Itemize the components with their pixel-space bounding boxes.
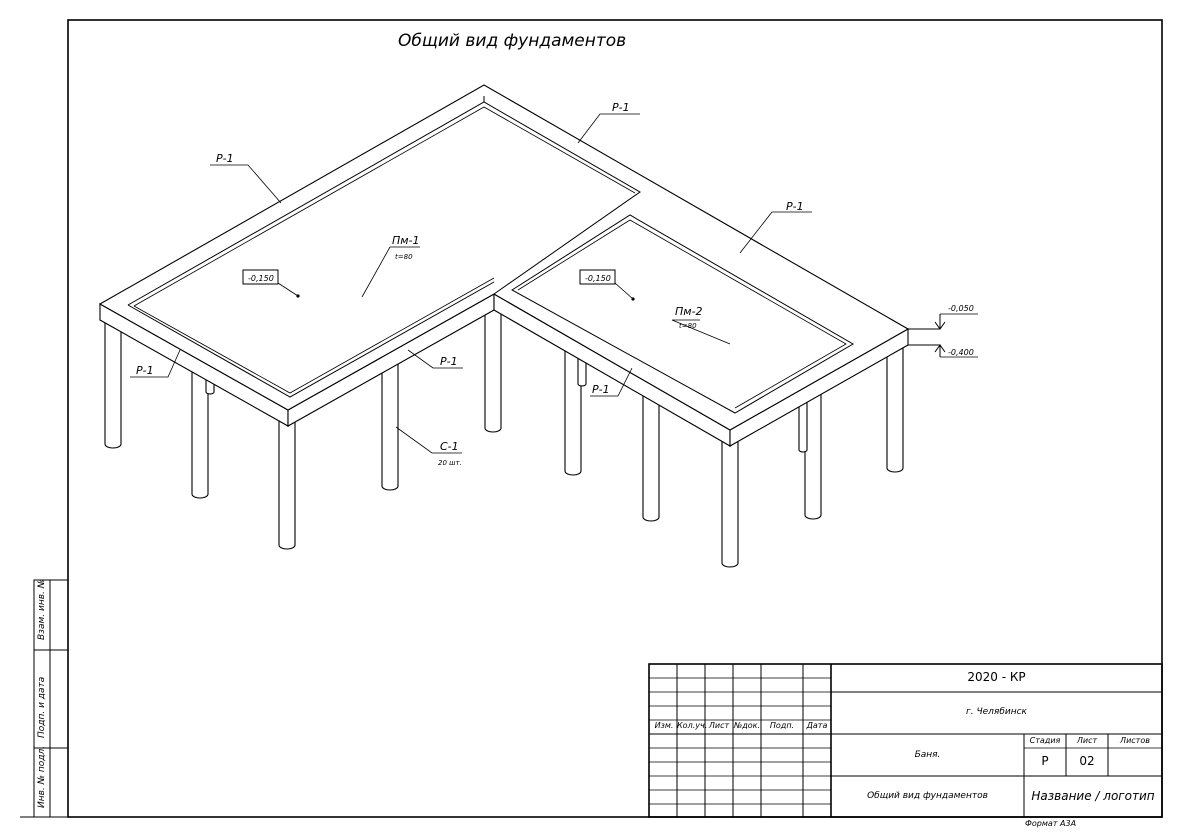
pile [798,399,808,453]
label-r1: Р-1 [786,200,804,213]
tb-header-data: Дата [806,721,828,730]
tb-logo: Название / логотип [1031,789,1155,803]
label-r1: Р-1 [216,152,234,165]
pile [886,339,904,473]
elev-box-left [242,269,279,285]
tb-sheet-title: Общий вид фундаментов [867,791,988,801]
elev-slab-left: -0,150 [248,274,274,283]
stamp-inv: Инв. № подл. [37,745,47,808]
label-r1: Р-1 [136,364,154,377]
pile [484,304,502,433]
elevation-point [296,294,300,298]
tb-sheet-value: 02 [1079,754,1095,768]
grillage-slab [98,84,940,447]
pile [278,409,296,550]
stamp-podp: Подп. и дата [37,676,47,738]
label-r1: Р-1 [592,383,610,396]
tb-sheet-label: Лист [1076,736,1098,745]
tb-header-izm: Изм. [654,721,674,730]
elev-slab-right: -0,150 [585,274,611,283]
tb-header-podp: Подп. [769,721,795,730]
label-r1: Р-1 [612,101,630,114]
pile [104,317,122,449]
side-stamp [33,579,69,818]
pile [564,339,582,476]
tb-city: г. Челябинск [966,707,1027,717]
pile [381,359,399,491]
title-block [648,663,1163,818]
label-r1: Р-1 [440,355,458,368]
label-c1-count: 20 шт. [438,459,462,467]
pile [191,359,209,499]
elev-box-right [579,269,616,285]
label-pm1-thickness: t=80 [395,253,413,261]
drawing-frame [67,19,1163,818]
stamp-vzam: Взам. инв. № [37,578,47,640]
pile [642,389,660,522]
label-pm2: Пм-2 [675,305,703,318]
tb-object: Баня. [914,750,941,760]
tb-sheets-label: Листов [1120,736,1150,745]
pile [721,429,739,568]
tb-header-ndok: №док. [733,721,761,730]
pile [804,389,822,520]
leaders [130,113,978,454]
tb-stage-value: Р [1041,754,1049,768]
label-c1: С-1 [440,440,459,453]
elev-bottom: -0,400 [948,348,974,357]
elev-top: -0,050 [948,304,974,313]
drawing-title: Общий вид фундаментов [398,31,626,51]
label-pm1: Пм-1 [392,234,420,247]
elevation-point [631,297,635,301]
label-pm2-thickness: t=80 [679,322,697,330]
tb-code: 2020 - КР [967,670,1026,684]
tb-header-kolych: Кол.уч. [677,721,708,730]
tb-header-list: Лист [708,721,730,730]
tb-stage-label: Стадия [1029,736,1061,745]
tb-format: Формат А3А [1025,819,1077,828]
